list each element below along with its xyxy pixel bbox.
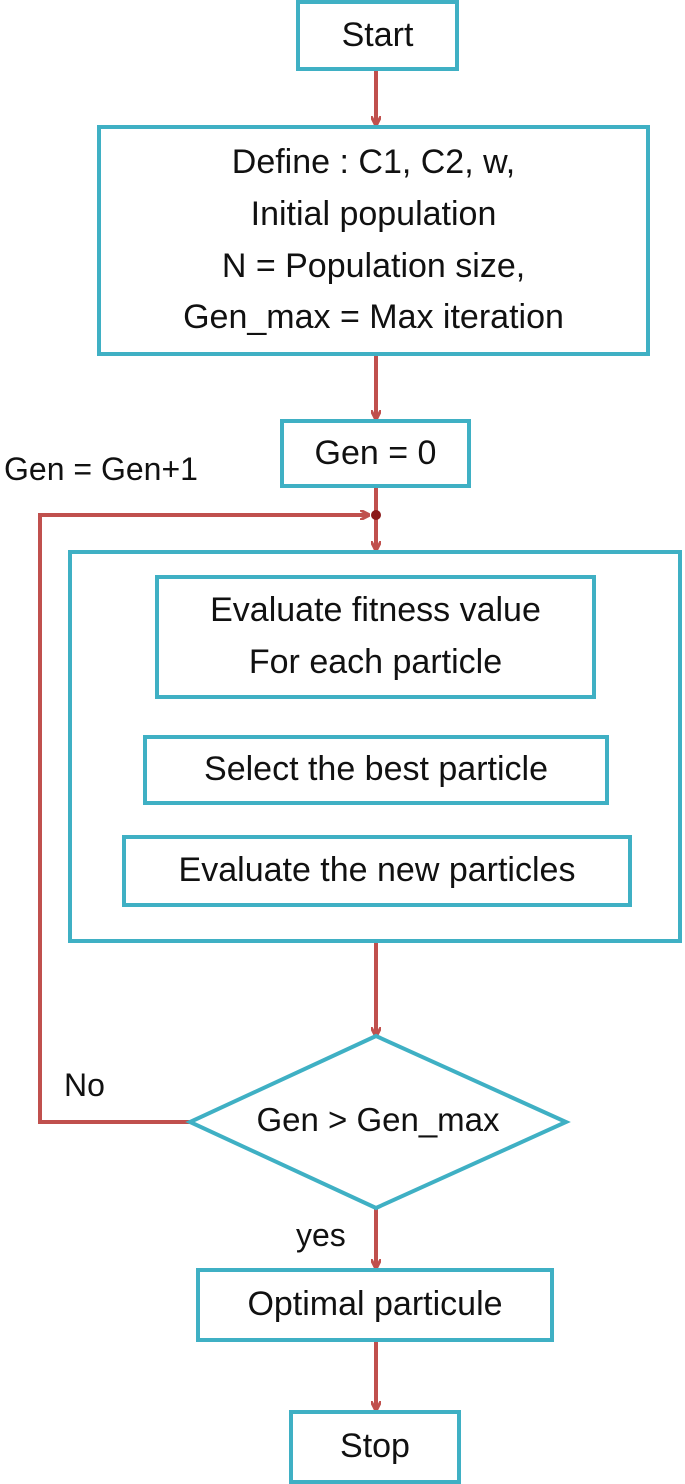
select-best-label: Select the best particle (204, 750, 548, 789)
evaluate-new-node: Evaluate the new particles (122, 835, 632, 907)
evaluate-new-label: Evaluate the new particles (178, 851, 576, 890)
define-node: Define : C1, C2, w, Initial population N… (97, 125, 650, 356)
increment-label: Gen = Gen+1 (4, 451, 198, 487)
define-line-4: Gen_max = Max iteration (183, 298, 564, 337)
arrow-no-loop-back (38, 515, 368, 1124)
define-line-1: Define : C1, C2, w, (231, 143, 516, 182)
no-label: No (64, 1067, 105, 1103)
define-line-3: N = Population size, (221, 246, 526, 285)
stop-node: Stop (289, 1410, 461, 1484)
evaluate-fitness-line-1: Evaluate fitness value (210, 591, 541, 630)
gen-init-node: Gen = 0 (280, 419, 471, 488)
optimal-node: Optimal particule (196, 1268, 554, 1342)
loop-junction-dot (371, 510, 381, 520)
select-best-node: Select the best particle (143, 735, 609, 805)
stop-label: Stop (340, 1427, 410, 1466)
start-node: Start (296, 0, 459, 71)
start-label: Start (341, 15, 414, 54)
yes-label: yes (296, 1217, 346, 1253)
evaluate-fitness-node: Evaluate fitness value For each particle (155, 575, 596, 699)
gen-init-label: Gen = 0 (314, 433, 437, 472)
decision-diamond (185, 1033, 571, 1211)
optimal-label: Optimal particule (247, 1285, 503, 1324)
decision-label: Gen > Gen_max (256, 1101, 500, 1138)
evaluate-fitness-line-2: For each particle (248, 643, 503, 681)
define-line-2: Initial population (250, 194, 497, 233)
